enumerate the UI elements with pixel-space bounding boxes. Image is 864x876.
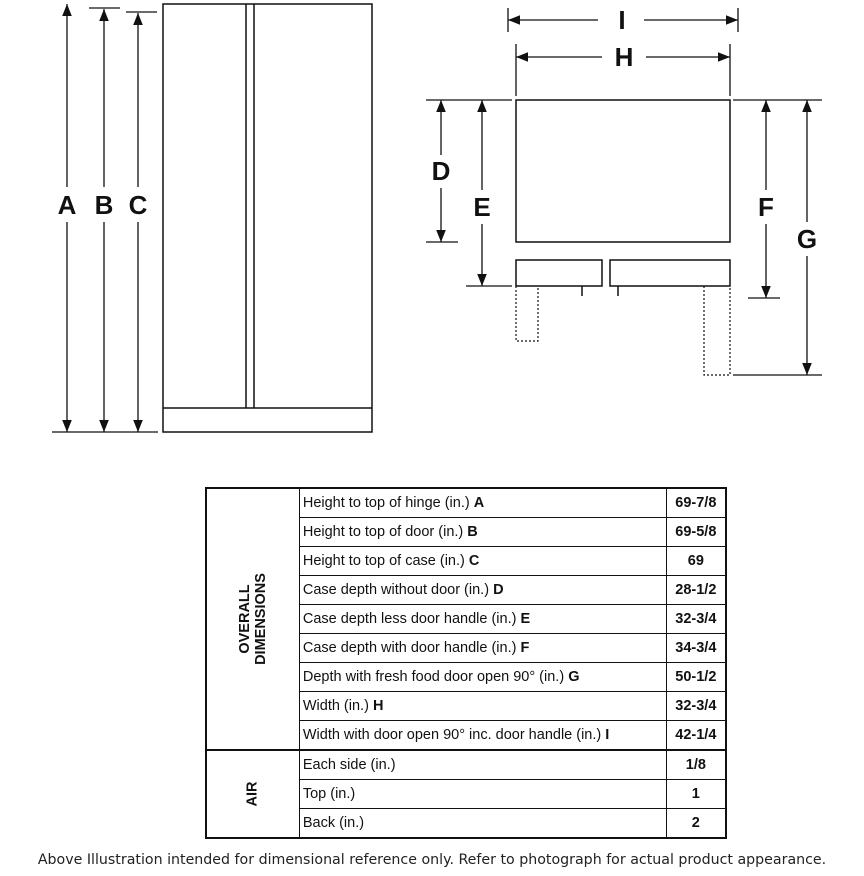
- dim-label-i: I: [618, 5, 625, 35]
- row-value: 69: [665, 546, 727, 576]
- table-row: Width (in.) H 32-3/4: [206, 691, 727, 721]
- row-value: 28-1/2: [665, 575, 727, 605]
- top-view: [515, 99, 731, 296]
- row-value: 1/8: [665, 749, 727, 780]
- row-value: 2: [665, 808, 727, 839]
- left-door-top-outline: [515, 259, 603, 287]
- row-description-text: Case depth with door handle (in.): [302, 640, 517, 656]
- row-key: E: [520, 611, 531, 627]
- row-description-text: Width with door open 90° inc. door handl…: [302, 727, 602, 743]
- row-value: 34-3/4: [665, 633, 727, 663]
- row-description: Case depth without door (in.) D: [298, 575, 667, 605]
- table-row: Height to top of case (in.) C 69: [206, 546, 727, 576]
- group-label-air-text: AIR: [244, 781, 261, 807]
- case-top-outline: [515, 99, 731, 243]
- row-key: H: [372, 698, 384, 714]
- row-description-text: Top (in.): [302, 786, 356, 802]
- row-key: D: [493, 582, 504, 598]
- row-value: 50-1/2: [665, 662, 727, 692]
- row-description: Case depth with door handle (in.) F: [298, 633, 667, 663]
- group-label-overall: OVERALL DIMENSIONS: [205, 487, 300, 751]
- row-description: Case depth less door handle (in.) E: [298, 604, 667, 634]
- row-value: 69-7/8: [665, 487, 727, 518]
- row-value: 1: [665, 779, 727, 809]
- row-description-text: Case depth less door handle (in.): [302, 611, 517, 627]
- left-door-open-dashed: [515, 286, 539, 342]
- table-row: Top (in.) 1: [206, 779, 727, 809]
- dim-label-g: G: [797, 224, 817, 254]
- right-door-open-dashed: [703, 286, 731, 376]
- table-row: Height to top of door (in.) B 69-5/8: [206, 517, 727, 547]
- row-key: C: [468, 553, 480, 569]
- row-description-text: Depth with fresh food door open 90° (in.…: [302, 669, 565, 685]
- group-label-overall-text: OVERALL DIMENSIONS: [237, 573, 269, 665]
- dimensions-table: OVERALL DIMENSIONS Height to top of hing…: [205, 487, 727, 839]
- row-value: 69-5/8: [665, 517, 727, 547]
- group-label-air: AIR: [205, 749, 300, 839]
- dim-label-d: D: [432, 156, 451, 186]
- row-key: I: [605, 727, 610, 743]
- table-row: OVERALL DIMENSIONS Height to top of hing…: [205, 487, 727, 751]
- table-row: Case depth without door (in.) D 28-1/2: [206, 575, 727, 605]
- table-row: Case depth with door handle (in.) F 34-3…: [206, 633, 727, 663]
- dim-label-b: B: [95, 190, 114, 220]
- row-description: Height to top of case (in.) C: [298, 546, 667, 576]
- group-label-line: DIMENSIONS: [252, 573, 269, 665]
- table-row: AIR Each side (in.) 1/8: [205, 749, 727, 839]
- row-value: 32-3/4: [665, 604, 727, 634]
- row-description-text: Back (in.): [302, 815, 365, 831]
- dim-label-c: C: [129, 190, 148, 220]
- footnote: Above Illustration intended for dimensio…: [37, 852, 827, 868]
- height-dimensions: [52, 4, 158, 433]
- dimension-diagram: A B C D E F: [52, 3, 822, 433]
- row-key: B: [467, 524, 478, 540]
- row-description-text: Height to top of hinge (in.): [302, 495, 470, 511]
- dim-label-h: H: [615, 42, 634, 72]
- open-door-outline: [515, 286, 731, 376]
- row-key: A: [473, 495, 485, 511]
- dim-label-a: A: [58, 190, 77, 220]
- row-description-text: Width (in.): [302, 698, 369, 714]
- row-description: Height to top of door (in.) B: [298, 517, 667, 547]
- table-row: Case depth less door handle (in.) E 32-3…: [206, 604, 727, 634]
- row-description: Back (in.): [298, 808, 667, 839]
- row-description-text: Case depth without door (in.): [302, 582, 490, 598]
- row-description-text: Height to top of case (in.): [302, 553, 465, 569]
- row-description: Width (in.) H: [298, 691, 667, 721]
- row-description: Top (in.): [298, 779, 667, 809]
- front-view: [162, 3, 373, 433]
- dim-label-f: F: [758, 192, 774, 222]
- table-row: Back (in.) 2: [206, 808, 727, 839]
- row-description: Each side (in.): [298, 749, 667, 780]
- refrigerator-front-outline: [162, 3, 373, 433]
- row-value: 32-3/4: [665, 691, 727, 721]
- row-key: F: [520, 640, 530, 656]
- right-door-top-outline: [609, 259, 731, 287]
- row-description-text: Height to top of door (in.): [302, 524, 464, 540]
- row-value: 42-1/4: [665, 720, 727, 751]
- row-key: G: [568, 669, 580, 685]
- row-description-text: Each side (in.): [302, 757, 396, 773]
- row-description: Height to top of hinge (in.) A: [298, 487, 667, 518]
- row-description: Width with door open 90° inc. door handl…: [298, 720, 667, 751]
- dim-label-e: E: [473, 192, 490, 222]
- table-row: Depth with fresh food door open 90° (in.…: [206, 662, 727, 692]
- depth-width-dimensions: [426, 8, 822, 376]
- row-description: Depth with fresh food door open 90° (in.…: [298, 662, 667, 692]
- group-label-line: OVERALL: [236, 584, 253, 654]
